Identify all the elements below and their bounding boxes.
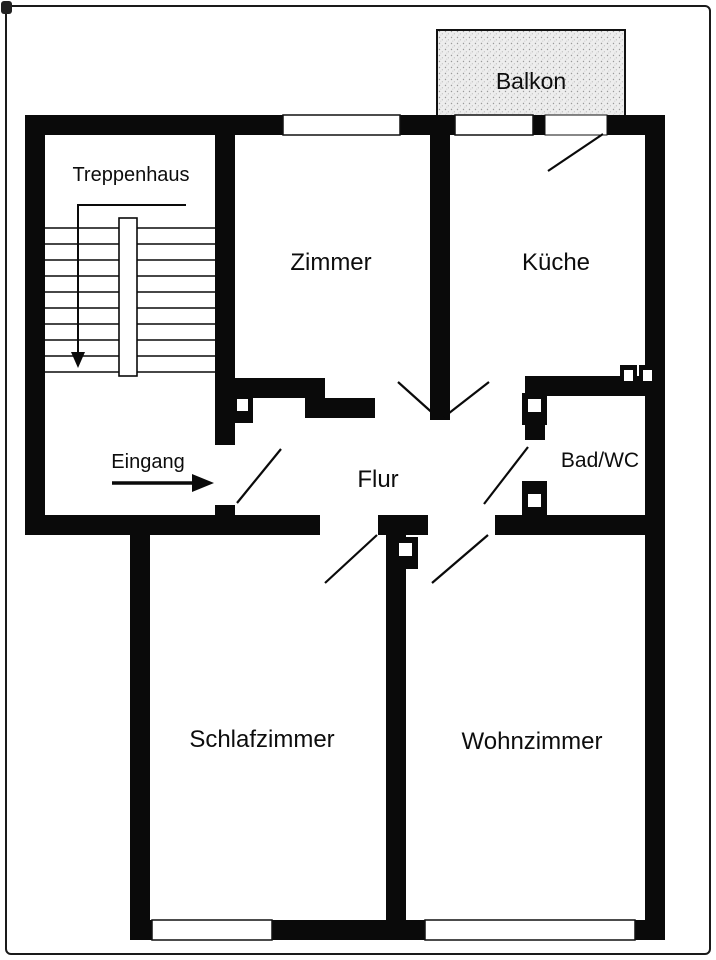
wall-hall-top-a bbox=[235, 378, 325, 398]
livingroom-label: Wohnzimmer bbox=[462, 728, 603, 755]
room-label: Zimmer bbox=[290, 249, 371, 276]
balcony-door-opening bbox=[544, 114, 608, 136]
bedroom-label: Schlafzimmer bbox=[189, 726, 334, 753]
wall-bedroom-left bbox=[130, 515, 150, 940]
wall-bedroom-living-divider bbox=[386, 535, 406, 925]
window-room-top bbox=[282, 114, 401, 136]
vent-shaft-left bbox=[620, 365, 637, 389]
entrance-arrow bbox=[112, 474, 214, 492]
wall-room-kitchen-divider bbox=[430, 135, 450, 420]
door-jamb-bath-top bbox=[522, 393, 547, 425]
page-border bbox=[5, 5, 711, 955]
door-swing-entrance bbox=[236, 448, 282, 504]
door-jamb-bath-bottom bbox=[522, 481, 547, 515]
door-swing-bath bbox=[483, 446, 529, 505]
door-swing-balcony bbox=[547, 133, 604, 172]
door-jamb-hall bbox=[231, 393, 253, 423]
door-swing-living bbox=[431, 534, 489, 584]
vent-shaft-right bbox=[639, 365, 656, 389]
window-kitchen-top bbox=[454, 114, 534, 136]
door-swing-room bbox=[397, 381, 438, 418]
wall-hall-top-b bbox=[305, 398, 375, 418]
window-living-bottom bbox=[424, 919, 636, 941]
bath-label: Bad/WC bbox=[561, 449, 639, 472]
wall-hall-bottom-right bbox=[495, 515, 665, 535]
wall-entry-bottom bbox=[25, 515, 150, 535]
scan-artifact-mark bbox=[1, 1, 12, 14]
stairwell-label: Treppenhaus bbox=[72, 164, 189, 186]
stair-direction-arrow bbox=[71, 204, 186, 368]
wall-hall-bottom-left bbox=[150, 515, 320, 535]
staircase bbox=[45, 204, 215, 377]
entrance-label: Eingang bbox=[111, 451, 184, 473]
door-swing-bedroom bbox=[324, 534, 378, 584]
window-bedroom-bottom bbox=[151, 919, 273, 941]
hall-label: Flur bbox=[357, 466, 398, 493]
wall-left bbox=[25, 115, 45, 535]
door-jamb-bedroom bbox=[393, 537, 418, 569]
kitchen-label: Küche bbox=[522, 249, 590, 276]
wall-stairwell-divider bbox=[215, 135, 235, 445]
door-swing-kitchen bbox=[443, 381, 490, 418]
stair-stringer bbox=[118, 217, 138, 377]
balcony-label: Balkon bbox=[496, 68, 566, 94]
wall-hall-bottom-mid bbox=[378, 515, 428, 535]
